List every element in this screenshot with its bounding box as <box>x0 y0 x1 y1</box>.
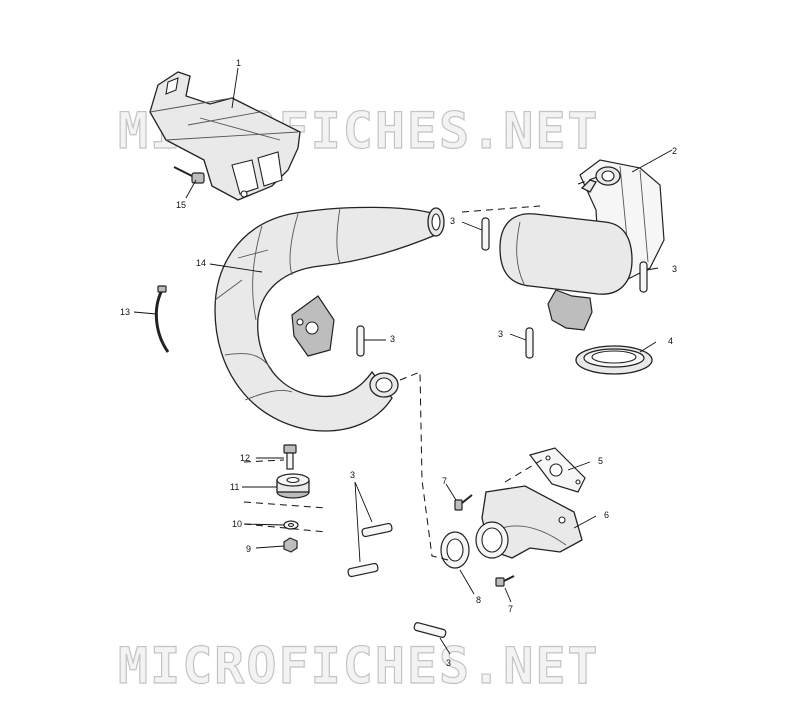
callout-8: 8 <box>476 595 481 605</box>
part-15-bolt <box>173 166 205 184</box>
watermark-bottom: MICROFICHES.NET <box>118 637 600 695</box>
callout-3b: 3 <box>672 264 677 274</box>
callout-3a: 3 <box>450 216 455 226</box>
callout-9: 9 <box>246 544 251 554</box>
part-9-nut <box>283 537 298 553</box>
callout-3e: 3 <box>350 470 355 480</box>
callout-5: 5 <box>598 456 603 466</box>
callout-7a: 7 <box>442 476 447 486</box>
callout-1: 1 <box>236 58 241 68</box>
part-1-bracket <box>149 71 301 201</box>
part-7-bolt-upper <box>454 494 473 511</box>
part-11-bushing <box>276 473 310 499</box>
callout-3f: 3 <box>446 658 451 668</box>
callout-6: 6 <box>604 510 609 520</box>
part-7-bolt-lower <box>495 575 515 587</box>
callout-2: 2 <box>672 146 677 156</box>
part-5-flange-plate <box>528 447 586 493</box>
part-13-strap <box>154 285 170 353</box>
callout-10: 10 <box>232 519 242 529</box>
part-6-manifold <box>475 485 583 559</box>
part-14-expansion-chamber <box>214 206 445 432</box>
part-3-springs <box>347 217 648 638</box>
callout-12: 12 <box>240 453 250 463</box>
part-2-muffler <box>499 159 665 331</box>
callout-4: 4 <box>668 336 673 346</box>
callout-11: 11 <box>230 482 239 492</box>
part-4-gasket <box>575 345 653 375</box>
callout-3d: 3 <box>390 334 395 344</box>
callout-14: 14 <box>196 258 206 268</box>
callout-15: 15 <box>176 200 186 210</box>
callout-13: 13 <box>120 307 130 317</box>
part-8-gasket <box>440 531 470 569</box>
part-10-washer <box>283 520 299 530</box>
part-12-bolt <box>283 444 297 470</box>
callout-7b: 7 <box>508 604 513 614</box>
callout-3c: 3 <box>498 329 503 339</box>
